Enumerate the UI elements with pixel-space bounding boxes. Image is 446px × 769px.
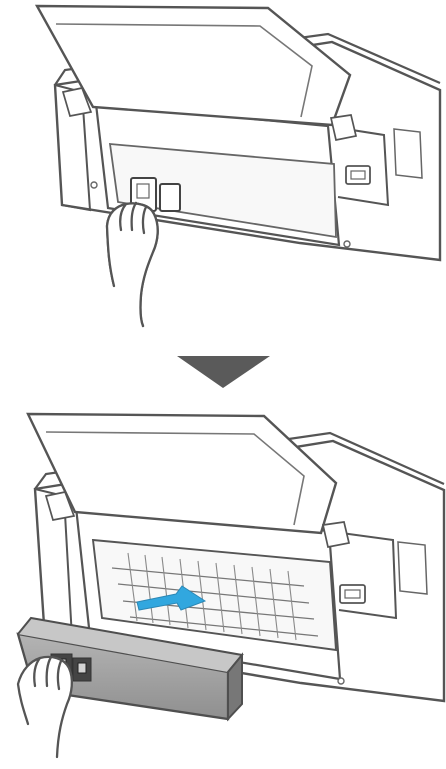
paper-support-hinge-right [331,115,356,140]
removed-cover-handle-right-slot [78,663,86,673]
bottom-step-illustration [18,414,444,769]
left-foot-screw [91,182,97,188]
right-foot-screw [344,241,350,247]
foot-screw-bottom [338,678,344,684]
rear-cover-handle-right [160,184,180,211]
power-connector-inner [351,171,365,179]
down-arrow-indicator [177,356,270,388]
top-step-illustration [37,6,440,326]
paper-support-hinge-right-bottom [323,522,349,547]
rear-cover-handle-left-slot [137,184,149,198]
power-connector-bottom-inner [345,590,360,598]
